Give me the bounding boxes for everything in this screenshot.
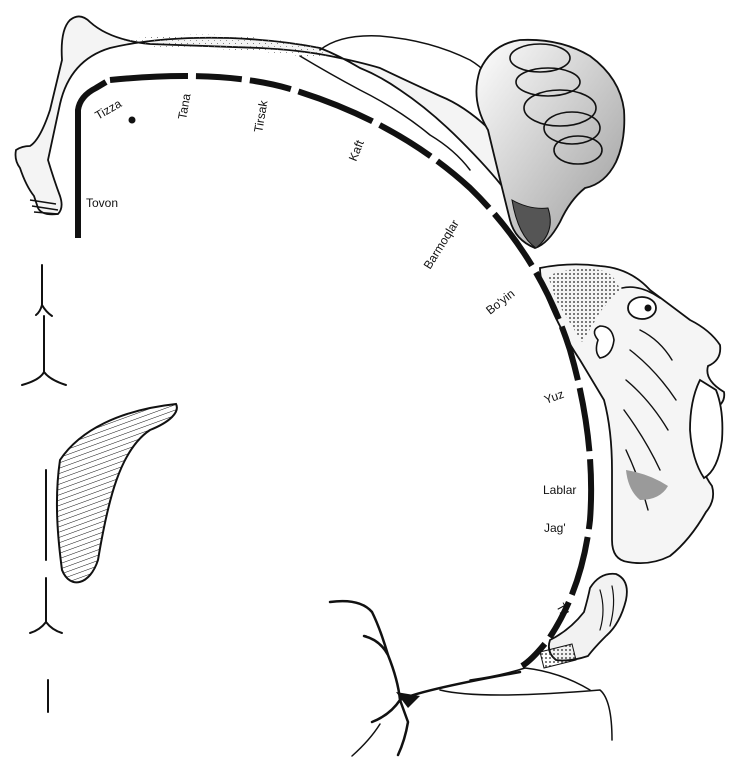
label-tizza: Tizza bbox=[93, 96, 125, 122]
label-jag: Jag' bbox=[544, 521, 566, 535]
label-lablar: Lablar bbox=[543, 483, 576, 497]
label-boyin: Bo'yin bbox=[483, 286, 517, 317]
hatched-structure bbox=[57, 404, 177, 582]
label-barmoqlar: Barmoqlar bbox=[421, 217, 462, 271]
label-tovon: Tovon bbox=[86, 196, 118, 210]
label-tirsak: Tirsak bbox=[251, 98, 271, 133]
bottom-sulcus-structure bbox=[330, 601, 612, 756]
label-kaft: Kaft bbox=[346, 137, 367, 163]
homunculus-face bbox=[540, 264, 724, 563]
label-yuz: Yuz bbox=[542, 387, 566, 407]
label-tana: Tana bbox=[175, 92, 193, 120]
tizza-dot bbox=[129, 117, 136, 124]
homunculus-tongue bbox=[540, 574, 627, 668]
